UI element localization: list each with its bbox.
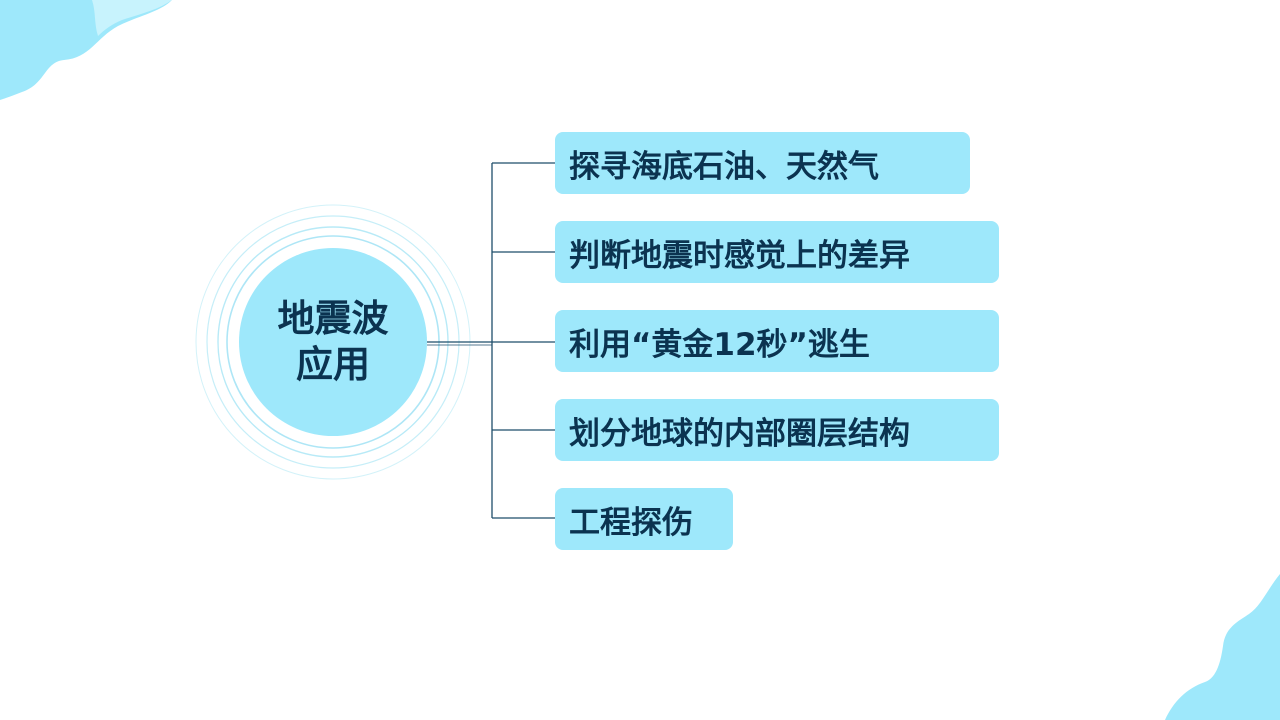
branch-item-label: 探寻海底石油、天然气 bbox=[569, 148, 879, 185]
branch-item-label: 判断地震时感觉上的差异 bbox=[569, 237, 910, 274]
branch-item-golden-12-seconds[interactable]: 利用“黄金12秒”逃生 bbox=[555, 310, 999, 372]
center-node: 地震波 应用 bbox=[239, 248, 427, 436]
center-node-line-1: 地震波 bbox=[277, 297, 389, 340]
branch-item-engineering-inspection[interactable]: 工程探伤 bbox=[555, 488, 733, 550]
branch-item-oil-gas[interactable]: 探寻海底石油、天然气 bbox=[555, 132, 970, 194]
branch-item-earthquake-sensation[interactable]: 判断地震时感觉上的差异 bbox=[555, 221, 999, 283]
branch-item-label: 利用“黄金12秒”逃生 bbox=[569, 326, 870, 363]
branch-item-label: 工程探伤 bbox=[569, 504, 693, 541]
branch-item-label: 划分地球的内部圈层结构 bbox=[569, 415, 910, 452]
center-node-line-2: 应用 bbox=[296, 343, 370, 386]
branch-item-earth-layers[interactable]: 划分地球的内部圈层结构 bbox=[555, 399, 999, 461]
